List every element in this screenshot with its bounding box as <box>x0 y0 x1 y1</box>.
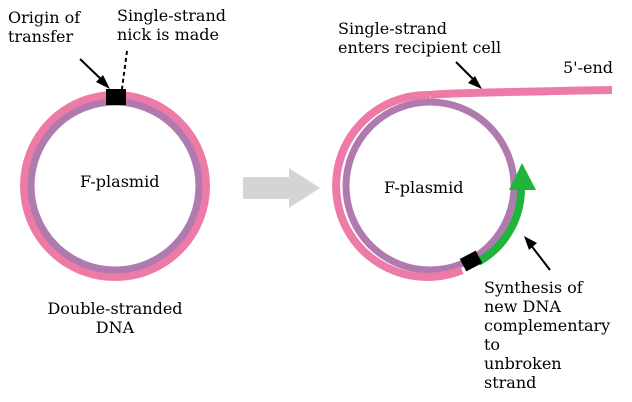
synthesis-arrowhead <box>524 236 537 250</box>
strand-entry-label: Single-strand enters recipient cell <box>338 19 501 57</box>
synthesis-pointer <box>529 243 551 271</box>
origin-label-line2: transfer <box>8 27 74 46</box>
synthesis-line1: Synthesis of <box>484 278 583 297</box>
transition-arrow <box>243 168 320 208</box>
left-plasmid-label: F-plasmid <box>80 172 160 191</box>
synthesis-line4: to <box>484 335 501 354</box>
five-prime-end-label: 5'-end <box>563 58 613 77</box>
caption-line1: Double-stranded <box>47 299 183 318</box>
transition-arrow-shaft <box>243 177 293 199</box>
strand-entry-arrowhead <box>468 76 482 89</box>
double-stranded-caption: Double-stranded DNA <box>20 299 210 337</box>
synthesis-label: Synthesis of new DNA complementary to un… <box>484 278 610 392</box>
nick-label-line1: Single-strand <box>117 6 226 25</box>
caption-line2: DNA <box>95 318 135 337</box>
nick-dashed-line <box>121 50 128 90</box>
origin-pointer-arrowhead <box>96 75 110 89</box>
right-plasmid-label: F-plasmid <box>384 178 464 197</box>
origin-label: Origin of transfer <box>8 8 80 46</box>
nick-label-line2: nick is made <box>117 25 219 44</box>
right-outer-strand <box>332 90 464 281</box>
origin-of-transfer-marker <box>106 89 126 105</box>
right-origin-marker <box>459 250 483 272</box>
new-dna-arrowhead <box>509 163 536 190</box>
synthesis-line6: strand <box>484 373 537 392</box>
new-dna-strand <box>475 187 526 266</box>
left-plasmid <box>20 50 210 281</box>
nick-label: Single-strand nick is made <box>117 6 226 44</box>
right-plasmid <box>332 61 613 281</box>
single-strand-tail <box>429 86 613 99</box>
origin-label-line1: Origin of <box>8 8 81 27</box>
strand-entry-line1: Single-strand <box>338 19 447 38</box>
transition-arrow-head <box>289 168 320 208</box>
synthesis-line5: unbroken <box>484 354 562 373</box>
synthesis-line3: complementary <box>484 316 611 335</box>
strand-entry-line2: enters recipient cell <box>338 38 502 57</box>
synthesis-line2: new DNA <box>484 297 561 316</box>
